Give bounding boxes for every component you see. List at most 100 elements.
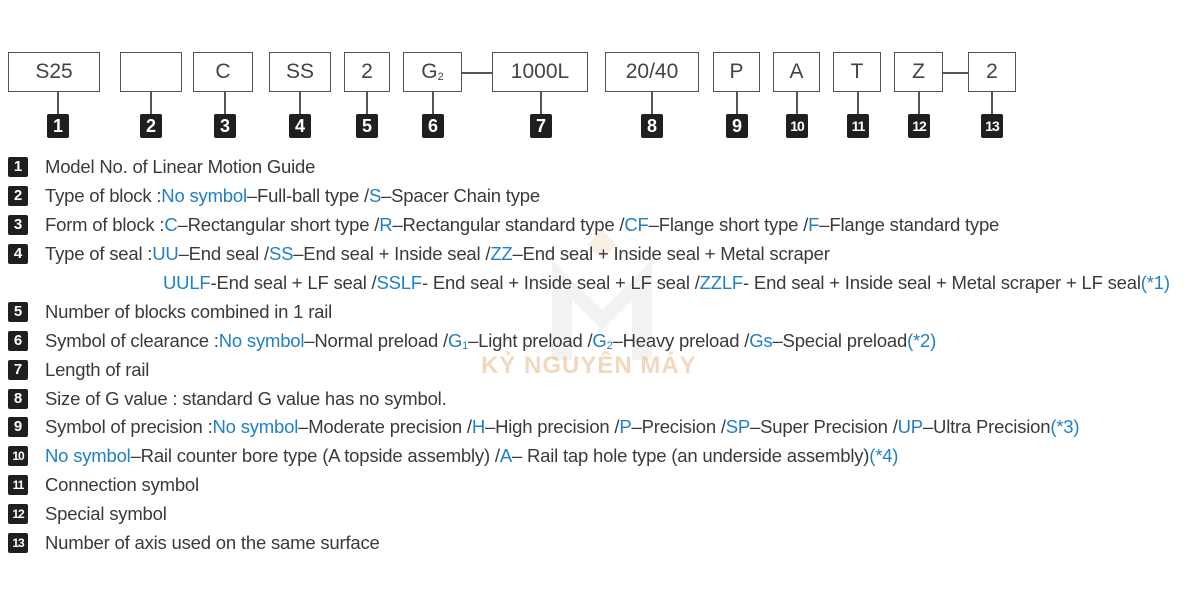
- legend-row-5: 5 Number of blocks combined in 1 rail: [8, 297, 1193, 326]
- legend-text: -End seal + LF seal /: [210, 272, 377, 293]
- legend-text: Special symbol: [45, 503, 167, 525]
- legend-symbol: R: [379, 214, 393, 236]
- connector-1: [57, 92, 59, 114]
- number-badge-1: 1: [47, 114, 69, 138]
- legend-text: – Rail tap hole type (an underside assem…: [511, 445, 870, 467]
- legend-text: –Flange short type /: [648, 214, 809, 236]
- legend-badge-11: 11: [8, 475, 28, 496]
- connector-4: [299, 92, 301, 114]
- legend-symbol: H: [471, 416, 485, 438]
- number-badge-5: 5: [356, 114, 378, 138]
- legend-symbol: F: [808, 214, 820, 236]
- legend-badge-12: 12: [8, 504, 28, 525]
- legend-text: Form of block :: [45, 214, 165, 236]
- legend-symbol: G2: [592, 329, 613, 352]
- connector-9: [736, 92, 738, 114]
- number-badge-4: 4: [289, 114, 311, 138]
- legend-text: - End seal + Inside seal + LF seal /: [421, 272, 700, 293]
- legend-badge-10: 10: [8, 446, 28, 467]
- legend-row-8: 8 Size of G value : standard G value has…: [8, 384, 1193, 413]
- legend-text: Number of axis used on the same surface: [45, 532, 380, 554]
- legend-text: –Normal preload /: [304, 329, 448, 351]
- watermark-logo-icon: [552, 230, 652, 360]
- code-hyphen-2: [943, 72, 968, 74]
- legend-badge-3: 3: [8, 215, 28, 236]
- legend-text: –Rectangular standard type /: [392, 214, 625, 236]
- legend-badge-6: 6: [8, 330, 28, 351]
- legend-text: - End seal + Inside seal + Metal scraper…: [743, 272, 1141, 293]
- legend-text: Model No. of Linear Motion Guide: [45, 156, 316, 178]
- legend-row-12: 12 Special symbol: [8, 500, 1193, 529]
- legend-note: (*3): [1050, 416, 1080, 438]
- legend-text: Size of G value : standard G value has n…: [45, 387, 447, 409]
- code-box-5: 2: [344, 52, 390, 92]
- legend-symbol: P: [619, 416, 632, 438]
- connector-7: [540, 92, 542, 114]
- legend-symbol: UP: [897, 416, 924, 438]
- legend-row-6: 6 Symbol of clearance : No symbol–Normal…: [8, 326, 1193, 355]
- number-badge-6: 6: [422, 114, 444, 138]
- legend-row-13: 13 Number of axis used on the same surfa…: [8, 529, 1193, 558]
- legend-symbol: CF: [624, 214, 649, 236]
- number-badge-12: 12: [908, 114, 930, 138]
- code-box-4: SS: [269, 52, 331, 92]
- legend-row-4-continued: UULF-End seal + LF seal / SSLF- End seal…: [8, 269, 1193, 298]
- code-box-1: S25: [8, 52, 100, 92]
- legend-row-10: 10 No symbol–Rail counter bore type (A t…: [8, 442, 1193, 471]
- connector-2: [150, 92, 152, 114]
- legend-text: –Rail counter bore type (A topside assem…: [130, 445, 500, 467]
- connector-3: [224, 92, 226, 114]
- connector-8: [651, 92, 653, 114]
- legend-symbol: UULF: [163, 272, 211, 293]
- legend-symbol: A: [499, 445, 512, 467]
- legend-text: –End seal + Inside seal /: [293, 243, 491, 265]
- legend-symbol: G1: [447, 329, 469, 352]
- legend-symbol: No symbol: [218, 329, 305, 351]
- code-hyphen-1: [462, 72, 492, 74]
- legend-note: (*1): [1140, 272, 1170, 293]
- legend-text: Type of seal :: [45, 243, 153, 265]
- legend-text: –Light preload /: [468, 329, 593, 351]
- legend-text: –Super Precision /: [750, 416, 898, 438]
- legend-text: Symbol of precision :: [45, 416, 213, 438]
- legend-row-1: 1 Model No. of Linear Motion Guide: [8, 153, 1193, 182]
- code-box-11: T: [833, 52, 881, 92]
- code-box-2: [120, 52, 182, 92]
- code-box-9: P: [713, 52, 760, 92]
- legend-text: Number of blocks combined in 1 rail: [45, 300, 333, 322]
- legend-text: Type of block :: [45, 185, 162, 207]
- number-badge-3: 3: [214, 114, 236, 138]
- legend-text: Symbol of clearance :: [45, 329, 219, 351]
- legend-text: –Rectangular short type /: [177, 214, 380, 236]
- legend-text: –End seal /: [178, 243, 270, 265]
- legend-text: –Moderate precision /: [298, 416, 472, 438]
- code-box-13: 2: [968, 52, 1016, 92]
- connector-11: [857, 92, 859, 114]
- legend-row-4: 4 Type of seal : UU–End seal / SS–End se…: [8, 240, 1193, 269]
- code-box-6: G2: [403, 52, 462, 92]
- legend-symbol: ZZ: [490, 243, 513, 265]
- legend-badge-2: 2: [8, 186, 28, 207]
- connector-12: [918, 92, 920, 114]
- legend-badge-13: 13: [8, 533, 28, 554]
- number-badge-7: 7: [530, 114, 552, 138]
- number-badge-8: 8: [641, 114, 663, 138]
- legend-text: –Flange standard type: [819, 214, 1000, 236]
- code-box-10: A: [773, 52, 820, 92]
- number-badge-2: 2: [140, 114, 162, 138]
- number-badge-13: 13: [981, 114, 1003, 138]
- legend-row-9: 9 Symbol of precision : No symbol–Modera…: [8, 413, 1193, 442]
- connector-13: [991, 92, 993, 114]
- legend-symbol: S: [368, 185, 382, 207]
- code-box-12: Z: [894, 52, 943, 92]
- connector-6: [432, 92, 434, 114]
- legend-note: (*2): [907, 329, 937, 351]
- legend-symbol: SSLF: [376, 272, 423, 293]
- legend-row-7: 7 Length of rail: [8, 355, 1193, 384]
- legend-symbol: ZZLF: [699, 272, 744, 293]
- legend-text: Connection symbol: [45, 474, 199, 496]
- legend-symbol: SP: [725, 416, 751, 438]
- legend-symbol: SS: [268, 243, 294, 265]
- legend-text: –Precision /: [631, 416, 726, 438]
- legend-badge-9: 9: [8, 417, 28, 438]
